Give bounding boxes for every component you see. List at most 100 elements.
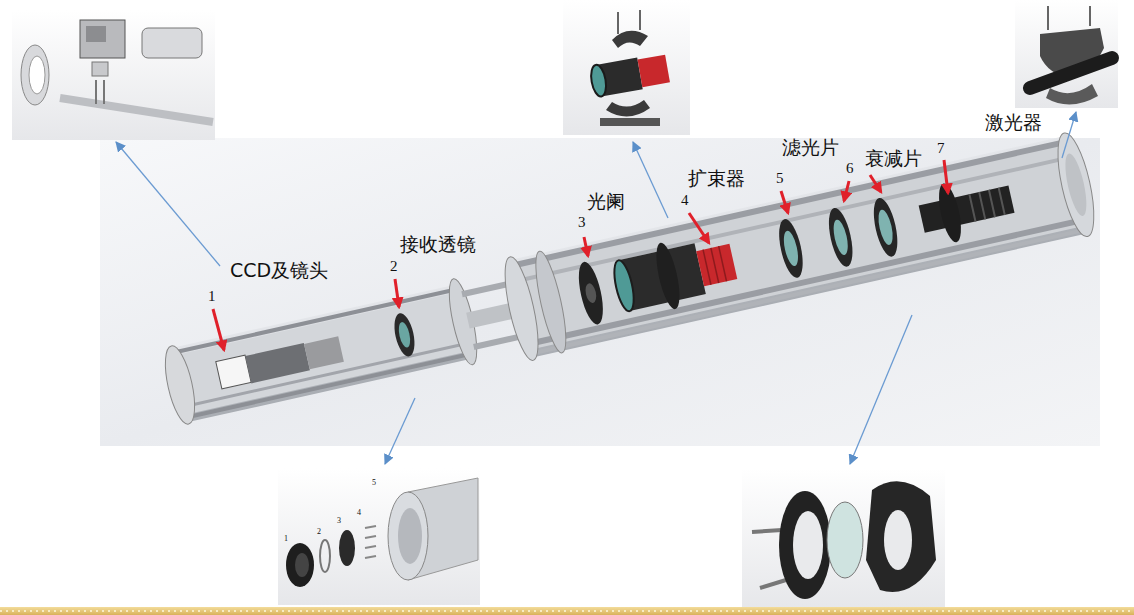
drawing-part: [742, 468, 945, 610]
drawing-part: [1047, 6, 1049, 30]
drawing-part: [589, 53, 670, 98]
part-name: 滤光片: [782, 137, 839, 159]
drawing-part: [969, 194, 975, 221]
drawing-part: [563, 0, 690, 135]
drawing-part: [781, 230, 801, 268]
drawing-part: [999, 188, 1005, 215]
drawing-part: [719, 246, 727, 281]
drawing-part: [286, 543, 314, 587]
leader-arrows: [116, 112, 1076, 464]
drawing-part: [92, 62, 108, 76]
drawing-part: [600, 118, 660, 126]
drawing-part: [1051, 130, 1101, 240]
bottom-strip-dots: [0, 610, 1134, 612]
drawing-part: [1015, 0, 1118, 108]
drawing-part: [1046, 84, 1098, 105]
callout-number: 2: [390, 258, 398, 275]
drawing-part: [827, 502, 863, 578]
drawing-part: [989, 190, 995, 217]
drawing-part: [160, 343, 201, 426]
drawing-part: [216, 355, 251, 389]
drawing-part: [589, 64, 608, 98]
drawing-part: [831, 218, 851, 256]
drawing-part: [696, 244, 737, 287]
drawing-part: [12, 10, 215, 140]
drawing-part: [515, 157, 1069, 281]
drawing-part: [703, 250, 711, 285]
drawing-part: [339, 530, 355, 566]
inset-number: 3: [337, 516, 341, 525]
drawing-part: [584, 237, 588, 256]
drawing-part: [86, 26, 106, 42]
drawing-part: [844, 181, 849, 201]
drawing-part: [60, 98, 213, 122]
drawing-part: [752, 530, 782, 532]
inset-expander: [563, 0, 690, 135]
drawing-part: [884, 510, 912, 570]
drawing-part: [760, 580, 786, 588]
part-name: CCD及镜头: [230, 260, 328, 282]
drawing-part: [21, 45, 49, 105]
drawing-part: [295, 553, 309, 577]
drawing-part: [935, 182, 966, 244]
callout-number: 5: [776, 170, 784, 187]
drawing-part: [278, 468, 480, 605]
drawing-part: [1061, 152, 1091, 218]
drawing-part: [213, 309, 224, 350]
drawing-part: [866, 481, 936, 592]
drawing-part: [689, 213, 709, 243]
drawing-part: [395, 279, 399, 307]
part-name: 接收透镜: [400, 234, 476, 256]
drawing-part: [365, 526, 376, 558]
drawing-part: [391, 311, 418, 358]
drawing-part: [606, 100, 650, 117]
drawing-part: [80, 20, 125, 58]
inset-lens-parts: [278, 468, 480, 605]
drawing-part: [919, 185, 1015, 232]
pointer-arrows: [213, 160, 948, 350]
drawing-part: [781, 191, 788, 213]
drawing-part: [397, 321, 412, 349]
drawing-part: [617, 12, 619, 34]
inset-number: 5: [372, 478, 376, 487]
bottom-strip: [0, 607, 1134, 615]
drawing-part: [388, 492, 428, 580]
drawing-part: [869, 196, 902, 259]
inset-laser-clamp: [1015, 0, 1118, 108]
part-name: 光阑: [587, 191, 625, 213]
drawing-part: [365, 556, 376, 558]
callout-number: 6: [846, 160, 854, 177]
drawing-part: [638, 55, 670, 87]
inset-number: 1: [284, 534, 288, 543]
drawing-part: [775, 217, 808, 280]
inset-number: 2: [317, 527, 321, 536]
drawing-part: [979, 192, 985, 219]
drawing-part: [850, 315, 912, 464]
drawing-part: [365, 526, 376, 528]
drawing-part: [245, 343, 310, 383]
drawing-part: [365, 546, 376, 548]
drawing-part: [711, 248, 719, 283]
drawing-part: [793, 511, 823, 579]
drawing-part: [611, 259, 638, 313]
inset-filter-mount: [742, 468, 945, 610]
drawing-part: [142, 28, 202, 58]
drawing-part: [95, 80, 97, 104]
part-name: 激光器: [985, 112, 1042, 134]
drawing-part: [584, 282, 598, 304]
drawing-part: [633, 142, 668, 218]
drawing-part: [530, 249, 572, 355]
optical-tube: [157, 130, 1101, 439]
drawing-part: [304, 336, 344, 369]
callout-number: 3: [578, 214, 586, 231]
drawing-part: [1089, 6, 1091, 26]
inset-ccd: [12, 10, 215, 140]
drawing-part: [870, 175, 881, 192]
part-name: 扩束器: [688, 168, 745, 190]
drawing-part: [876, 208, 896, 246]
drawing-part: [639, 10, 641, 30]
drawing-part: [320, 540, 330, 572]
drawing-part: [103, 80, 105, 104]
